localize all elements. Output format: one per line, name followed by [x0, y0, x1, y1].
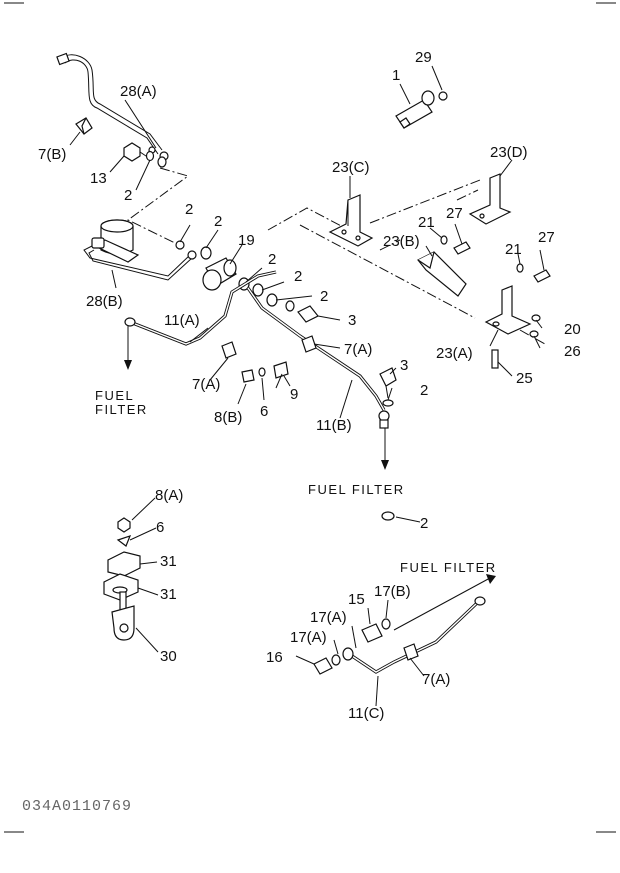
clip-7b	[75, 117, 93, 135]
callout-7a-upper: 7(A)	[344, 341, 372, 358]
fuel-filter-lower-label: FUEL FILTER	[400, 560, 497, 575]
bolts-21-27	[440, 235, 551, 283]
fuel-pipe-11c-assembly	[295, 574, 496, 707]
callout-29: 29	[415, 49, 432, 66]
bracket-23b	[417, 251, 467, 297]
fuel-pipe-11a	[124, 270, 277, 346]
callout-3-upper: 3	[348, 312, 356, 329]
washer-2-loose	[381, 511, 421, 523]
reference-code: 034A0110769	[22, 798, 132, 815]
callout-2-pipe-c: 2	[320, 288, 328, 305]
callout-8b: 8(B)	[214, 409, 242, 426]
sensor-1	[395, 90, 448, 129]
callout-17a-lower: 17(A)	[290, 629, 327, 646]
callout-2-upper-left: 2	[124, 187, 132, 204]
callout-7b: 7(B)	[38, 146, 66, 163]
callout-31-upper: 31	[160, 553, 177, 570]
callout-6-upper: 6	[260, 403, 268, 420]
callout-1: 1	[392, 67, 400, 84]
callout-19: 19	[238, 232, 255, 249]
callout-26: 26	[564, 343, 581, 360]
callout-16: 16	[266, 649, 283, 666]
callout-9: 9	[290, 386, 298, 403]
callout-30: 30	[160, 648, 177, 665]
sensor-harness-28a	[56, 52, 169, 161]
fuel-filter-left-label-line2: FILTER	[95, 402, 148, 417]
clamp-assembly-lower-left	[103, 497, 159, 653]
leader-lines-upper	[69, 65, 545, 419]
callout-8a: 8(A)	[155, 487, 183, 504]
flow-arrow-center	[381, 428, 389, 470]
fuel-pipe-11b	[246, 287, 390, 429]
callout-17a-upper: 17(A)	[310, 609, 347, 626]
callout-15: 15	[348, 591, 365, 608]
callout-2-pipe-b: 2	[294, 268, 302, 285]
callout-2-loose: 2	[420, 515, 428, 532]
bracket-23c	[328, 194, 374, 247]
corner-marks	[4, 2, 616, 833]
callout-23b: 23(B)	[383, 233, 420, 250]
assembly-guide-lines	[127, 167, 546, 345]
flow-labels: FUEL FILTER FUEL FILTER FUEL FILTER	[95, 388, 497, 575]
callout-2-sensor: 2	[185, 201, 193, 218]
callout-31-lower: 31	[160, 586, 177, 603]
callout-28a: 28(A)	[120, 83, 157, 100]
fuel-filter-center-label: FUEL FILTER	[308, 482, 405, 497]
callout-13: 13	[90, 170, 107, 187]
callout-7a-lower: 7(A)	[422, 671, 450, 688]
callout-2-fitting: 2	[214, 213, 222, 230]
callout-25: 25	[516, 370, 533, 387]
callout-11c: 11(C)	[348, 705, 384, 722]
callout-2-lower-right: 2	[420, 382, 428, 399]
callout-28b: 28(B)	[86, 293, 123, 310]
callout-23a: 23(A)	[436, 345, 473, 362]
callout-11b: 11(B)	[316, 417, 352, 434]
bracket-23d	[468, 173, 512, 225]
fitting-19	[200, 246, 295, 312]
callout-27-upper: 27	[446, 205, 463, 222]
sensor-housing-28b	[83, 219, 197, 281]
callout-21-upper: 21	[418, 214, 435, 231]
callout-23c: 23(C)	[332, 159, 370, 176]
callout-17b: 17(B)	[374, 583, 411, 600]
callout-11a: 11(A)	[164, 312, 200, 329]
callout-labels: 29 1 28(A) 7(B) 13 2 23(C) 23(D) 2 2 19 …	[38, 49, 581, 722]
callout-6-lower: 6	[156, 519, 164, 536]
callout-27-lower: 27	[538, 229, 555, 246]
callout-23d: 23(D)	[490, 144, 528, 161]
callout-7a-middle: 7(A)	[192, 376, 220, 393]
bracket-23a	[484, 285, 541, 369]
callout-2-pipe-a: 2	[268, 251, 276, 268]
callout-3-lower: 3	[400, 357, 408, 374]
fuel-filter-left-label-line1: FUEL	[95, 388, 134, 403]
callout-20: 20	[564, 321, 581, 338]
flow-arrow-left	[124, 326, 132, 370]
callout-21-lower: 21	[505, 241, 522, 258]
